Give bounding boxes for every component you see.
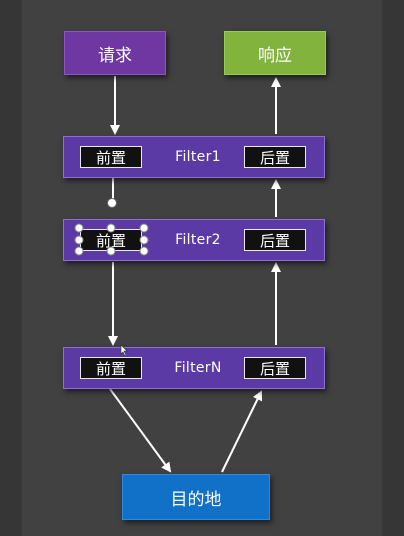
filter2-name: Filter2 xyxy=(175,232,221,248)
resize-handle-n xyxy=(106,223,116,233)
filtern-name: FilterN xyxy=(174,360,222,376)
cursor-icon xyxy=(120,344,128,357)
filter-box-1[interactable]: 前置 Filter1 后置 xyxy=(63,136,325,178)
filter1-name: Filter1 xyxy=(175,149,221,165)
right-shade xyxy=(382,0,404,536)
response-node[interactable]: 响应 xyxy=(224,31,326,75)
filtern-post-tag[interactable]: 后置 xyxy=(244,357,306,379)
resize-handle-ne xyxy=(139,223,149,233)
request-label: 请求 xyxy=(98,45,132,66)
filtern-pre-tag[interactable]: 前置 xyxy=(80,357,142,379)
filter1-post-tag[interactable]: 后置 xyxy=(244,146,306,168)
filter-box-2[interactable]: 前置 Filter2 后置 xyxy=(63,219,325,261)
destination-node[interactable]: 目的地 xyxy=(122,474,270,520)
response-label: 响应 xyxy=(258,45,292,66)
destination-label: 目的地 xyxy=(170,489,222,510)
request-node[interactable]: 请求 xyxy=(64,31,166,75)
filter-box-n[interactable]: 前置 FilterN 后置 xyxy=(63,347,325,389)
resize-handle-e xyxy=(139,235,149,245)
resize-handle-w xyxy=(74,235,84,245)
resize-handle-se xyxy=(139,246,149,256)
resize-handle-nw xyxy=(74,223,84,233)
filter2-post-tag[interactable]: 后置 xyxy=(244,229,306,251)
resize-handle-sw xyxy=(74,246,84,256)
resize-handle-s xyxy=(106,246,116,256)
filter1-pre-tag[interactable]: 前置 xyxy=(80,146,142,168)
rotate-handle xyxy=(107,198,117,208)
left-shade xyxy=(0,0,22,536)
